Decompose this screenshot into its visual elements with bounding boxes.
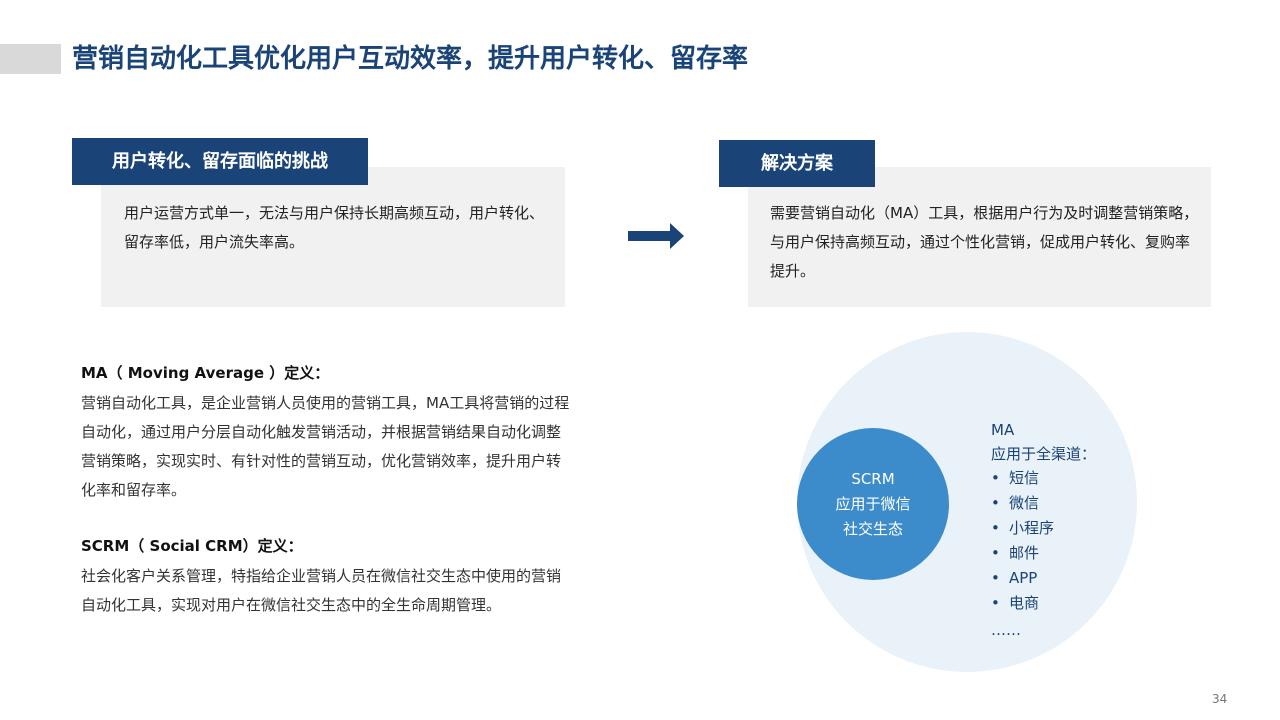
- solution-text: 需要营销自动化（MA）工具，根据用户行为及时调整营销策略，与用户保持高频互动，通…: [770, 204, 1199, 280]
- bullet-icon: •: [991, 544, 1000, 562]
- channels-more: ……: [991, 621, 1021, 639]
- ma-definition-title: MA（ Moving Average ）定义：: [81, 364, 330, 382]
- scrm-circle-line1: 应用于微信: [835, 494, 911, 513]
- scrm-circle-line2: 社交生态: [842, 519, 903, 538]
- list-item: •邮件: [991, 541, 1054, 566]
- channels-heading: 应用于全渠道：: [991, 445, 1097, 463]
- solution-box: [748, 167, 1211, 307]
- challenge-text: 用户运营方式单一，无法与用户保持长期高频互动，用户转化、留存率低，用户流失率高。: [124, 204, 545, 251]
- title-accent-bar: [0, 44, 61, 74]
- ma-definition-text: 营销自动化工具，是企业营销人员使用的营销工具，MA工具将营销的过程自动化，通过用…: [81, 394, 570, 499]
- list-item: •电商: [991, 591, 1054, 616]
- scrm-circle-label: SCRM: [851, 469, 895, 488]
- bullet-icon: •: [991, 519, 1000, 537]
- scrm-definition-title: SCRM（ Social CRM）定义：: [81, 537, 303, 555]
- list-item: •微信: [991, 491, 1054, 516]
- bullet-icon: •: [991, 494, 1000, 512]
- list-item: •短信: [991, 466, 1054, 491]
- list-item: •小程序: [991, 516, 1054, 541]
- channel-list: •短信 •微信 •小程序 •邮件 •APP •电商: [991, 466, 1054, 616]
- bullet-icon: •: [991, 469, 1000, 487]
- challenge-box: [101, 167, 565, 307]
- page-number: 34: [1212, 692, 1228, 706]
- scrm-circle: SCRM 应用于微信 社交生态: [797, 428, 949, 580]
- bullet-icon: •: [991, 594, 1000, 612]
- scrm-definition-text: 社会化客户关系管理，特指给企业营销人员在微信社交生态中使用的营销自动化工具，实现…: [81, 567, 562, 614]
- ma-circle-label: MA: [991, 421, 1015, 439]
- challenge-tab: 用户转化、留存面临的挑战: [72, 138, 368, 185]
- list-item: •APP: [991, 566, 1054, 591]
- page-title: 营销自动化工具优化用户互动效率，提升用户转化、留存率: [72, 44, 749, 74]
- bullet-icon: •: [991, 569, 1000, 587]
- arrow-right-icon: [628, 223, 684, 249]
- solution-tab: 解决方案: [719, 140, 875, 187]
